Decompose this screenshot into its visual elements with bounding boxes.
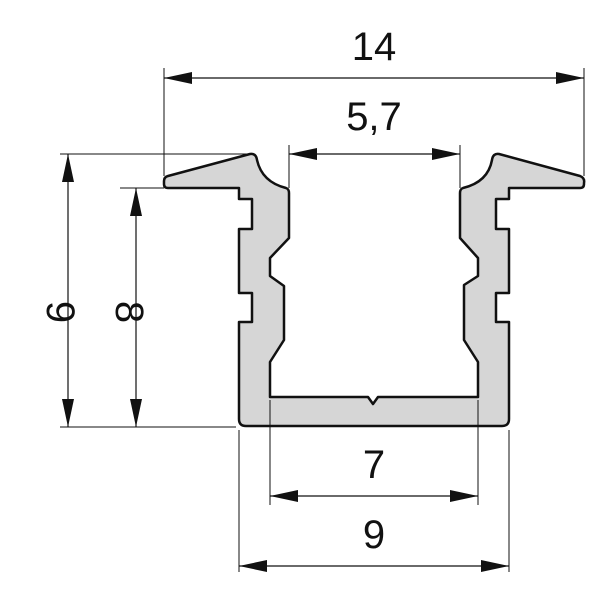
- profile-shape: [162, 152, 586, 428]
- dim-label-body-width: 9: [363, 513, 385, 557]
- dim-label-inner-width: 7: [363, 443, 385, 487]
- dim-label-body-height: 8: [107, 301, 151, 323]
- dim-label-overall-height: 9: [38, 301, 82, 323]
- dim-label-opening-width: 5,7: [346, 95, 402, 139]
- dim-label-overall-width: 14: [352, 25, 397, 69]
- extension-lines: [60, 68, 585, 572]
